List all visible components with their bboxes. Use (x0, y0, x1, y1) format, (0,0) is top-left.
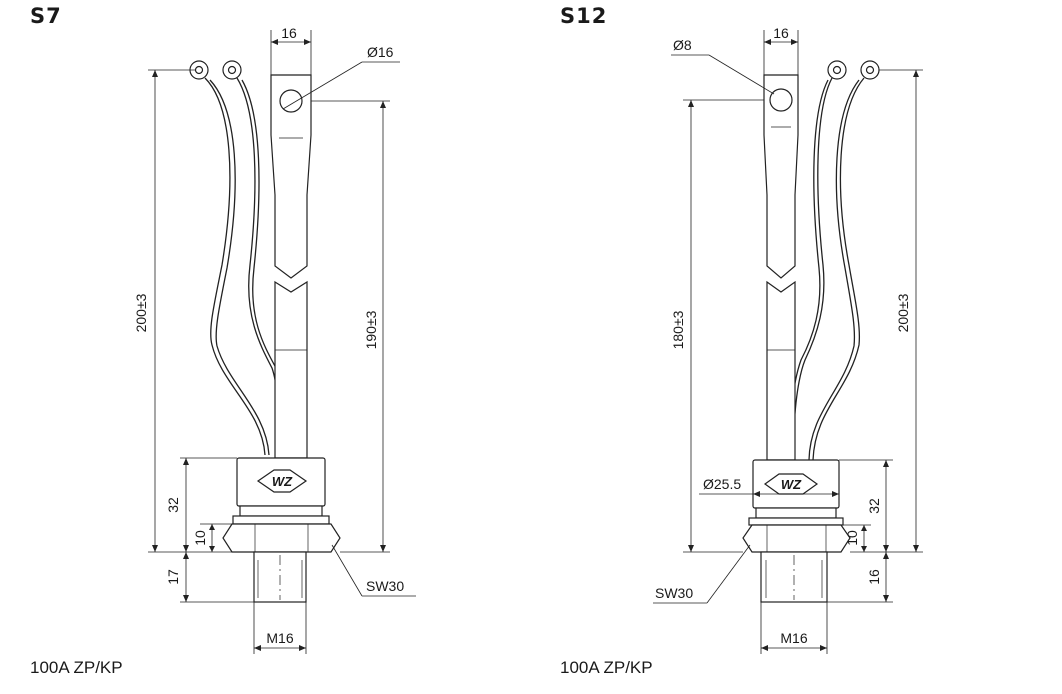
dim-thread: M16 (780, 630, 807, 646)
dim-top-width: 16 (281, 25, 297, 41)
diagram-s7: S7 WZ 16 (30, 4, 416, 677)
hex-nut (742, 524, 851, 553)
washer (748, 517, 844, 526)
dim-stud-height: 190±3 (363, 310, 379, 349)
dim-nut-height: 10 (844, 530, 860, 546)
diagram-title: S12 (560, 4, 608, 28)
lead-wire-2 (812, 77, 865, 461)
lead-wire-1 (204, 77, 266, 456)
lead-ring-hole-1 (832, 65, 842, 75)
dim-stud-height: 180±3 (670, 310, 686, 349)
lead-ring-hole-2 (227, 65, 237, 75)
device-collar (755, 507, 837, 519)
dim-thread: M16 (266, 630, 293, 646)
terminal-lug (763, 74, 799, 279)
dim-hole-diameter: Ø8 (673, 37, 692, 53)
lead-wire-1b (209, 79, 270, 456)
s7-drawing: WZ 16 Ø16 200±3 190±3 32 10 (133, 25, 416, 654)
dim-total-height: 200±3 (895, 293, 911, 332)
dim-wrench: SW30 (655, 585, 693, 601)
lead-ring-hole-1 (194, 65, 204, 75)
logo-text: WZ (272, 474, 293, 489)
s12-drawing: WZ 16 Ø8 180±3 200±3 Ø25.5 32 (653, 25, 923, 654)
washer (232, 515, 330, 525)
lead-wire-2b (808, 79, 860, 461)
terminal-rod (766, 280, 796, 461)
terminal-lug (270, 74, 312, 279)
dim-top-width: 16 (773, 25, 789, 41)
diagram-caption: 100A ZP/KP (30, 658, 123, 677)
lead-ring-hole-2 (865, 65, 875, 75)
lead-wire-1 (792, 77, 833, 461)
dim-body-height: 32 (165, 497, 181, 513)
dim-thread-length: 17 (165, 569, 181, 585)
dim-body-height: 32 (866, 498, 882, 514)
dim-hole-diameter: Ø16 (367, 44, 394, 60)
diagram-s12: S12 WZ 16 (531, 0, 1062, 694)
dim-thread-length: 16 (866, 569, 882, 585)
device-collar (239, 505, 323, 517)
logo-badge (256, 469, 308, 493)
dim-total-height: 200±3 (133, 293, 149, 332)
terminal-rod (274, 280, 308, 459)
terminal-hole (769, 88, 793, 112)
diagram-title: S7 (30, 4, 62, 28)
dim-wrench: SW30 (366, 578, 404, 594)
dim-nut-height: 10 (192, 530, 208, 546)
dim-body-diameter: Ø25.5 (703, 476, 741, 492)
hex-nut (222, 523, 341, 553)
diagram-caption: 100A ZP/KP (560, 658, 653, 677)
logo-text: WZ (781, 477, 802, 492)
terminal-hole (279, 89, 303, 113)
